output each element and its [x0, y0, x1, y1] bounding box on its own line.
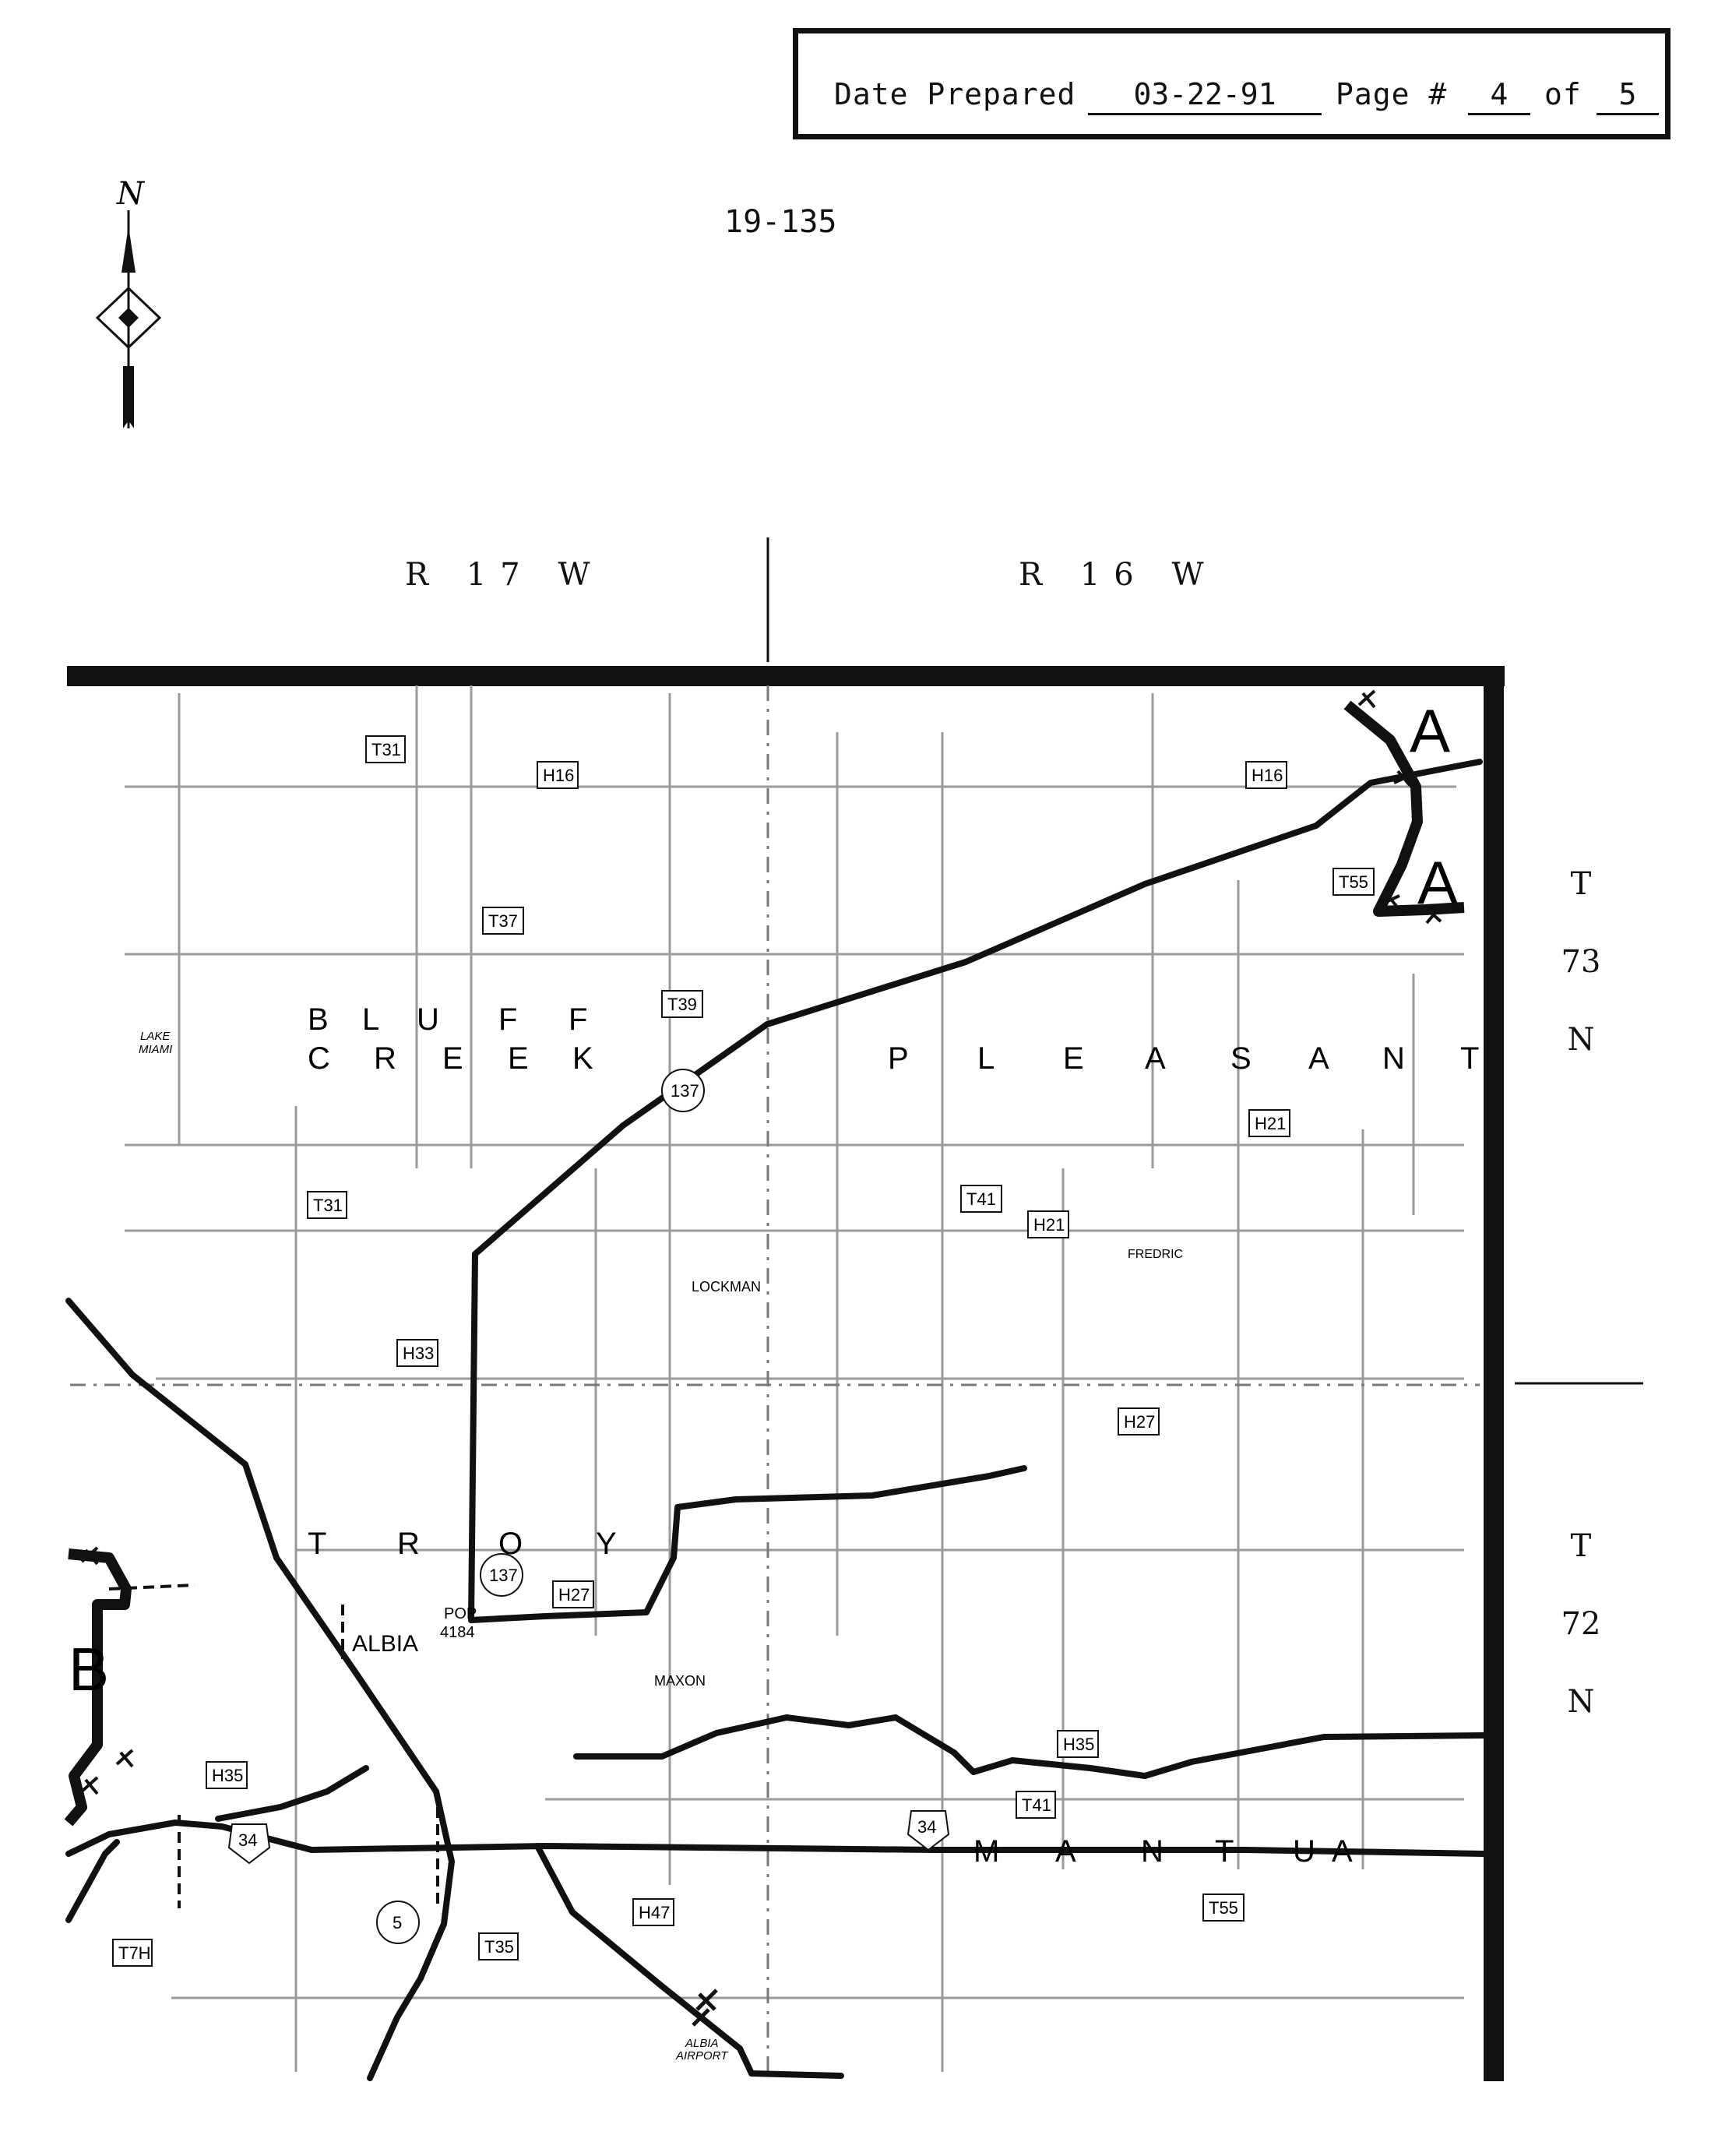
road-shield: T55 — [1209, 1898, 1238, 1918]
date-prepared-value: 03-22-91 — [1088, 77, 1322, 115]
range-label-16w: R 16 W — [1019, 557, 1218, 593]
north-letter: N — [116, 176, 146, 212]
road-shield: H35 — [1063, 1735, 1094, 1754]
township-letter: A — [1055, 1834, 1076, 1869]
page-label: Page # — [1336, 77, 1448, 111]
header-box: Date Prepared 03-22-91 Page # 4 of 5 — [793, 28, 1670, 139]
township-letter: A — [1145, 1041, 1166, 1076]
of-label: of — [1544, 77, 1582, 111]
township-t-label: T — [1570, 866, 1592, 902]
place-lockman: LOCKMAN — [692, 1279, 761, 1295]
road-shield: T35 — [484, 1937, 514, 1957]
township-letter: U — [417, 1002, 439, 1037]
area-marker-a: A — [1410, 696, 1450, 765]
road-shield: T37 — [488, 911, 518, 931]
us-route-shield: 34 — [238, 1830, 257, 1850]
road-shield: H35 — [212, 1766, 243, 1785]
page-number: 4 — [1468, 77, 1530, 115]
map-frame — [67, 666, 1505, 2081]
township-letter: T — [1460, 1041, 1479, 1076]
range-label-17w: R 17 W — [405, 557, 604, 593]
road-shield: H33 — [403, 1344, 434, 1363]
highlighted-routes — [65, 759, 1487, 2081]
township-letter: E — [508, 1041, 529, 1076]
railroad-lines — [108, 1584, 439, 1908]
township-letter: A — [1332, 1834, 1353, 1869]
township-letter: N — [1382, 1041, 1405, 1076]
township-n-label: N — [1567, 1684, 1595, 1720]
us-route-shield: 34 — [917, 1817, 936, 1837]
place-albia-pop: POP. — [444, 1605, 479, 1622]
township-letter: U — [1293, 1834, 1315, 1869]
road-shield: H16 — [543, 766, 574, 785]
place-lake-miami: LAKE — [140, 1030, 171, 1043]
place-albia-airport: ALBIA — [685, 2037, 719, 2050]
road-shield: H21 — [1255, 1114, 1286, 1133]
state-route-shield: 137 — [671, 1081, 699, 1101]
township-letter: L — [977, 1041, 995, 1076]
road-shield: T39 — [667, 995, 697, 1014]
road-shield: T7H — [118, 1943, 151, 1963]
area-boundaries — [64, 700, 1465, 1827]
state-route-shield: 137 — [489, 1566, 518, 1585]
township-number-label: 72 — [1561, 1606, 1601, 1642]
township-letter: B — [308, 1002, 329, 1037]
road-shield: T31 — [371, 740, 401, 759]
township-letter: F — [569, 1002, 587, 1037]
road-shield: T41 — [1022, 1795, 1051, 1815]
township-letter: E — [1063, 1041, 1084, 1076]
area-marker-a: A — [1417, 848, 1458, 917]
place-albia-pop-value: 4184 — [440, 1624, 475, 1641]
township-letter: T — [308, 1527, 326, 1561]
place-albia: ALBIA — [352, 1631, 418, 1657]
township-letter: C — [308, 1041, 330, 1076]
road-shield: H47 — [639, 1903, 670, 1922]
township-letter: S — [1230, 1041, 1252, 1076]
road-shield: T55 — [1339, 872, 1368, 892]
township-letter: A — [1308, 1041, 1329, 1076]
township-t-label: T — [1570, 1528, 1592, 1564]
place-maxon: MAXON — [654, 1673, 706, 1689]
township-n-label: N — [1567, 1022, 1595, 1058]
township-letter: R — [397, 1527, 420, 1561]
place-fredric: FREDRIC — [1128, 1248, 1183, 1261]
road-shield: H21 — [1033, 1215, 1065, 1235]
road-shield: T41 — [966, 1189, 996, 1209]
map-code: 19-135 — [724, 204, 837, 240]
township-letter: F — [498, 1002, 517, 1037]
place-albia-airport: AIRPORT — [675, 2049, 729, 2063]
township-letter: K — [572, 1041, 593, 1076]
township-letter: L — [362, 1002, 379, 1037]
township-letter: Y — [596, 1527, 617, 1561]
airport-icon — [692, 1989, 718, 2027]
road-shield: H16 — [1252, 766, 1283, 785]
date-prepared-label: Date Prepared — [834, 77, 1076, 111]
road-shield: T31 — [313, 1196, 343, 1215]
township-letter: E — [442, 1041, 463, 1076]
crossing-marks — [80, 689, 1442, 1795]
place-lake-miami: MIAMI — [139, 1043, 172, 1056]
township-letter: N — [1141, 1834, 1164, 1869]
road-shield: H27 — [558, 1585, 590, 1605]
township-letter: P — [888, 1041, 909, 1076]
township-number-label: 73 — [1561, 944, 1601, 980]
area-marker-b: B — [69, 1635, 109, 1703]
township-letter: R — [374, 1041, 396, 1076]
state-route-shield: 5 — [393, 1913, 402, 1932]
section-grid — [125, 685, 1464, 2072]
township-letter: M — [973, 1834, 999, 1869]
page-total: 5 — [1597, 77, 1659, 115]
township-letter: T — [1215, 1834, 1234, 1869]
road-shield: H27 — [1124, 1412, 1155, 1432]
north-arrow-icon: N — [95, 176, 162, 428]
